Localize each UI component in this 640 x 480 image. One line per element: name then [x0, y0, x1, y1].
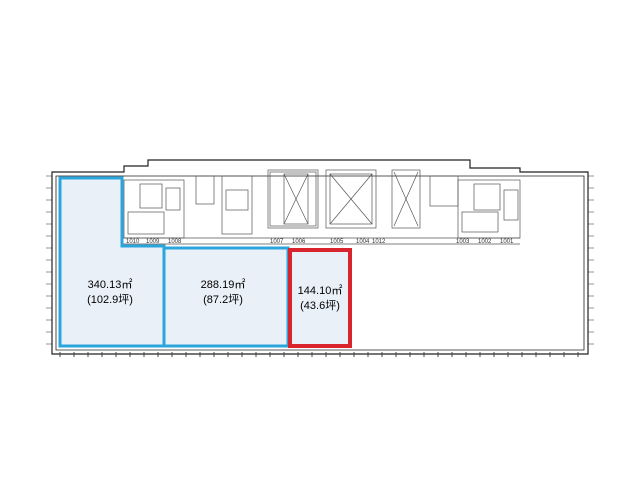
room-number: 1008 — [168, 239, 182, 245]
unit-144[interactable] — [288, 248, 352, 348]
building-outline — [51, 159, 589, 355]
unit-340[interactable] — [58, 176, 166, 348]
perimeter-ticks — [59, 352, 579, 357]
unit-area: 288.19㎡ — [200, 279, 246, 291]
room-number: 1012 — [372, 239, 386, 245]
room-number: 1003 — [456, 239, 470, 245]
building-core — [120, 169, 521, 245]
unit-tsubo: (87.2坪) — [203, 294, 243, 306]
room-number: 1002 — [478, 239, 492, 245]
room-number: 1007 — [270, 239, 284, 245]
unit-area: 144.10㎡ — [297, 285, 343, 297]
room-number: 1010 — [126, 239, 140, 245]
column-grid-ticks — [46, 175, 594, 345]
room-number: 1001 — [500, 239, 514, 245]
room-number: 1009 — [146, 239, 160, 245]
unit-label-288: 288.19㎡ (87.2坪) — [178, 278, 268, 308]
unit-label-340: 340.13㎡ (102.9坪) — [70, 278, 150, 308]
unit-label-144: 144.10㎡ (43.6坪) — [280, 284, 360, 314]
unit-tsubo: (43.6坪) — [300, 300, 340, 312]
room-number: 1005 — [330, 239, 344, 245]
unit-area: 340.13㎡ — [87, 279, 133, 291]
unit-tsubo: (102.9坪) — [87, 294, 133, 306]
room-number: 1004 — [356, 239, 370, 245]
room-number: 1006 — [292, 239, 306, 245]
